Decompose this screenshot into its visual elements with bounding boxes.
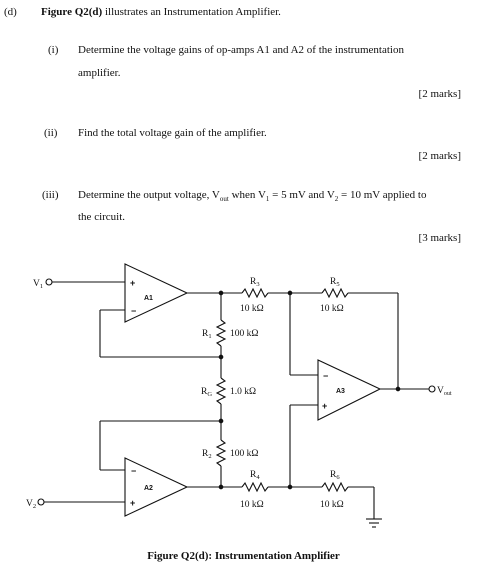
item-iii-label: (iii) xyxy=(42,189,59,201)
r1-name: R1 xyxy=(202,329,212,340)
item-iii-line2: the circuit. xyxy=(78,211,126,223)
text-sub: 1 xyxy=(265,195,270,204)
v1-label: V1 xyxy=(33,279,43,290)
text-sub: out xyxy=(219,195,229,204)
a3-minus-sign: − xyxy=(323,371,328,381)
text-seg: Determine the output voltage, V xyxy=(78,189,220,201)
item-ii-line1: Find the total voltage gain of the ampli… xyxy=(78,127,267,139)
r3-value: 10 kΩ xyxy=(240,304,264,314)
v1-terminal xyxy=(45,278,53,286)
junction-dot xyxy=(395,386,401,392)
intro-text: illustrates an Instrumentation Amplifier… xyxy=(102,6,281,18)
resistor-r4 xyxy=(241,481,269,493)
v2-terminal xyxy=(37,498,45,506)
a2-minus-sign: − xyxy=(131,466,136,476)
opamp-a2 xyxy=(124,457,189,517)
a1-plus-sign: + xyxy=(130,278,135,288)
text-seg: = 5 mV and V xyxy=(269,189,335,201)
resistor-rg xyxy=(215,377,227,405)
text-seg: = 10 mV applied to xyxy=(338,189,427,201)
figure-caption: Figure Q2(d): Instrumentation Amplifier xyxy=(147,550,340,562)
resistor-r5 xyxy=(321,287,349,299)
resistor-r2 xyxy=(215,439,227,467)
opamp-a3 xyxy=(317,359,382,421)
r4-name: R4 xyxy=(250,470,260,481)
item-i-label: (i) xyxy=(48,44,59,56)
r4-value: 10 kΩ xyxy=(240,500,264,510)
v2-label: V2 xyxy=(26,499,36,510)
r5-value: 10 kΩ xyxy=(320,304,344,314)
r5-name: R5 xyxy=(330,277,340,288)
vout-label: Vout xyxy=(437,386,452,397)
r1-value: 100 kΩ xyxy=(230,329,258,339)
part-label: (d) xyxy=(4,6,17,18)
item-ii-marks: [2 marks] xyxy=(418,150,461,162)
item-ii-label: (ii) xyxy=(44,127,58,139)
r3-name: R3 xyxy=(250,277,260,288)
r6-value: 10 kΩ xyxy=(320,500,344,510)
item-i-marks: [2 marks] xyxy=(418,88,461,100)
resistor-r1 xyxy=(215,319,227,347)
junction-dot xyxy=(218,354,224,360)
item-iii-marks: [3 marks] xyxy=(418,232,461,244)
rg-value: 1.0 kΩ xyxy=(230,387,256,397)
resistor-r3 xyxy=(241,287,269,299)
item-i-line2: amplifier. xyxy=(78,67,121,79)
a2-plus-sign: + xyxy=(130,498,135,508)
a1-minus-sign: − xyxy=(131,306,136,316)
figure-ref: Figure Q2(d) xyxy=(41,6,103,18)
a1-label: A1 xyxy=(144,295,153,302)
question-intro: Figure Q2(d) illustrates an Instrumentat… xyxy=(41,6,281,19)
r2-name: R2 xyxy=(202,449,212,460)
r6-name: R6 xyxy=(330,470,340,481)
a2-label: A2 xyxy=(144,485,153,492)
text-seg: when V xyxy=(228,189,266,201)
item-i-line1: Determine the voltage gains of op-amps A… xyxy=(78,44,404,56)
r2-value: 100 kΩ xyxy=(230,449,258,459)
opamp-a1 xyxy=(124,263,189,323)
a3-label: A3 xyxy=(336,388,345,395)
text-sub: 2 xyxy=(334,195,339,204)
a3-plus-sign: + xyxy=(322,401,327,411)
resistor-r6 xyxy=(321,481,349,493)
item-iii-line1: Determine the output voltage, Vout when … xyxy=(78,189,426,206)
rg-name: RG xyxy=(201,387,212,398)
vout-terminal xyxy=(428,385,436,393)
